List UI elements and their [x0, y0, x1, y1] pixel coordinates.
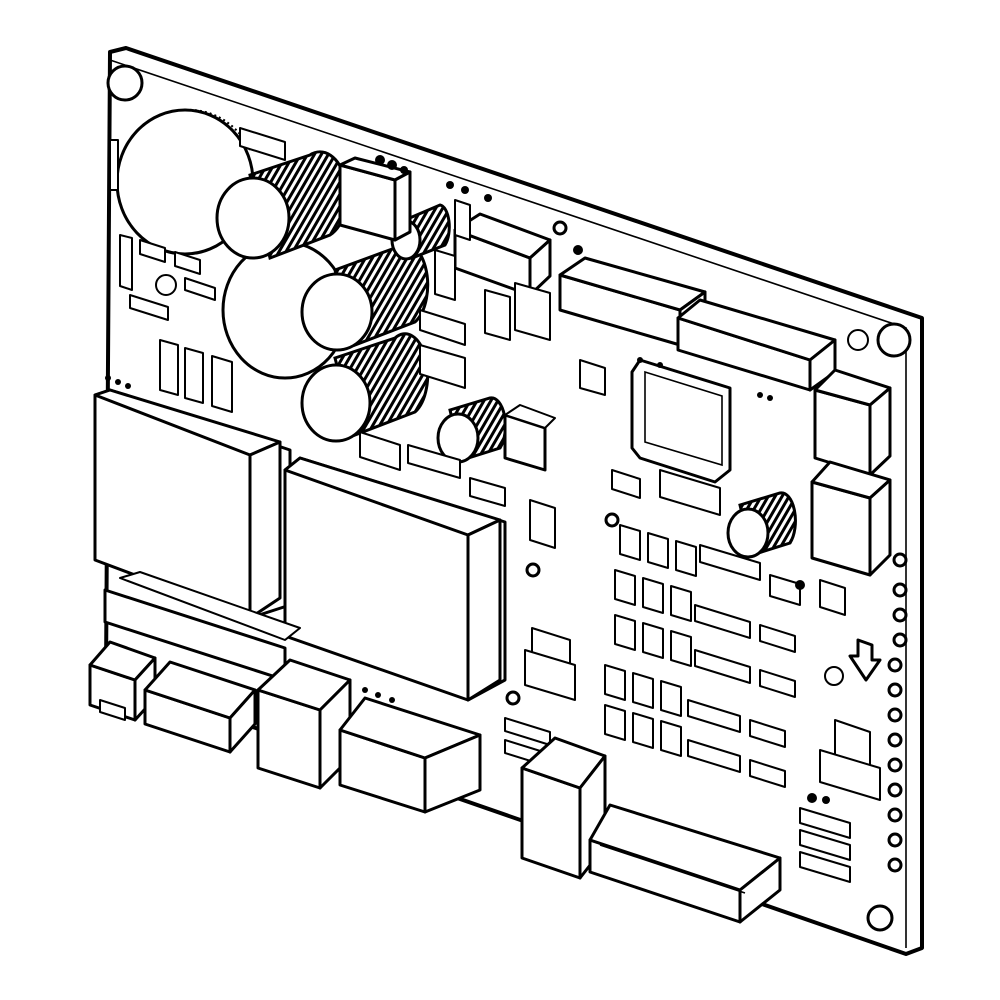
via-dot: [657, 362, 663, 368]
via-dot: [822, 796, 830, 804]
connector-long: [588, 803, 782, 924]
via-dot: [387, 160, 397, 170]
connector: [338, 696, 482, 814]
via-dot: [525, 562, 541, 578]
down-arrow-icon: [848, 638, 882, 682]
relay-large: [676, 298, 837, 392]
via-dot: [892, 552, 908, 568]
via-dot: [115, 379, 121, 385]
via-dot: [887, 682, 903, 698]
via-dot: [505, 690, 521, 706]
via-dot: [105, 375, 111, 381]
via-dot: [887, 707, 903, 723]
vias: [105, 155, 908, 873]
via-dot: [400, 166, 408, 174]
mounting-hole: [106, 64, 144, 102]
via-dot: [446, 181, 454, 189]
via-dot: [552, 220, 568, 236]
via-dot: [887, 732, 903, 748]
connector-block: [520, 736, 607, 880]
smd-cluster: [504, 649, 881, 883]
mounting-hole: [847, 329, 869, 351]
via-dot: [362, 687, 368, 693]
via-dot: [757, 392, 763, 398]
small-components: [119, 127, 871, 771]
mounting-hole: [155, 274, 177, 296]
via-dot: [887, 657, 903, 673]
connector: [143, 660, 257, 754]
mounting-hole: [824, 666, 844, 686]
relay-side: [813, 368, 892, 477]
via-dot: [892, 632, 908, 648]
via-dot: [887, 832, 903, 848]
via-dot: [604, 512, 620, 528]
via-dot: [807, 793, 817, 803]
mounting-hole: [876, 322, 912, 358]
via-dot: [795, 580, 805, 590]
via-dot: [375, 692, 381, 698]
via-dot: [389, 697, 395, 703]
via-dot: [573, 245, 583, 255]
electrolytic-capacitor: [300, 332, 430, 443]
small-electrolytic-capacitor: [436, 396, 507, 464]
via-dot: [767, 395, 773, 401]
connector-block: [256, 658, 352, 790]
mounting-hole: [866, 904, 894, 932]
microcontroller-chip: [630, 358, 732, 484]
transformer-left: [93, 388, 292, 620]
via-dot: [887, 782, 903, 798]
via-dot: [892, 607, 908, 623]
relay-side: [810, 460, 892, 577]
relay: [338, 156, 412, 242]
via-dot: [375, 155, 385, 165]
smd-resistor-array: [604, 524, 697, 757]
via-dot: [461, 186, 469, 194]
via-dot: [892, 582, 908, 598]
via-dot: [637, 357, 643, 363]
via-dot: [484, 194, 492, 202]
via-dot: [887, 857, 903, 873]
small-electrolytic-capacitor: [726, 491, 797, 559]
via-dot: [125, 383, 131, 389]
mounting-holes: [106, 64, 912, 932]
via-dot: [887, 757, 903, 773]
electrolytic-capacitor: [215, 150, 349, 261]
via-dot: [887, 807, 903, 823]
transformer-right: [283, 456, 507, 702]
ic-strips: [359, 431, 801, 788]
